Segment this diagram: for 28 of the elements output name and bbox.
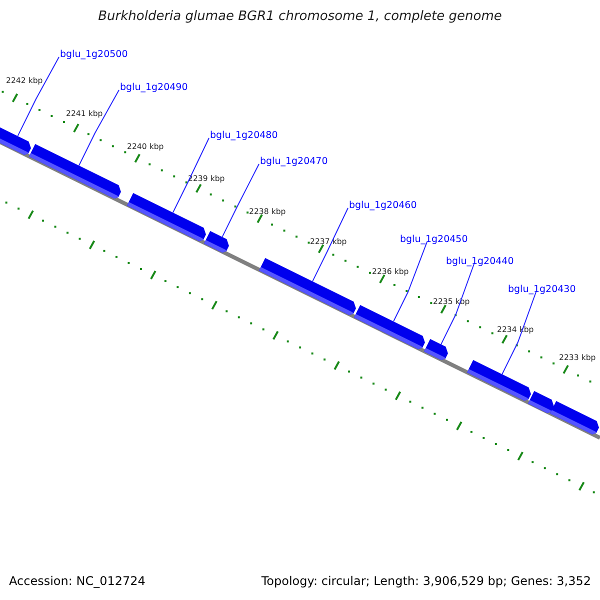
- gene-feature: [466, 360, 531, 402]
- gene-feature: [424, 339, 448, 360]
- gene-feature: [550, 401, 599, 435]
- gene-feature: [204, 230, 229, 252]
- leader-line: [172, 138, 210, 213]
- leader-line: [222, 164, 260, 238]
- leader-line: [78, 90, 120, 166]
- gene-label: bglu_1g20490: [120, 82, 188, 94]
- leader-line: [312, 208, 348, 282]
- leader-line: [393, 242, 428, 322]
- genome-summary-text: Topology: circular; Length: 3,906,529 bp; Genes: 3,352: [261, 574, 591, 589]
- leader-line: [440, 264, 474, 346]
- accession-text: Accession: NC_012724: [9, 574, 146, 589]
- gene-label: bglu_1g20450: [400, 234, 468, 246]
- gene-label: bglu_1g20440: [446, 256, 514, 268]
- gene-label: bglu_1g20430: [508, 284, 576, 296]
- gene-feature: [258, 258, 356, 315]
- leader-line: [17, 56, 60, 136]
- gene-label: bglu_1g20460: [349, 200, 417, 212]
- title: Burkholderia glumae BGR1 chromosome 1, complete genome: [97, 9, 503, 24]
- gene-label: bglu_1g20470: [260, 156, 328, 168]
- gene-feature: [126, 192, 206, 241]
- leader-line: [501, 292, 536, 376]
- gene-feature: [354, 304, 425, 349]
- gene-feature: [28, 144, 121, 200]
- gene-feature: [528, 390, 554, 413]
- gene-label: bglu_1g20500: [60, 49, 128, 61]
- gene-label: bglu_1g20480: [210, 130, 278, 142]
